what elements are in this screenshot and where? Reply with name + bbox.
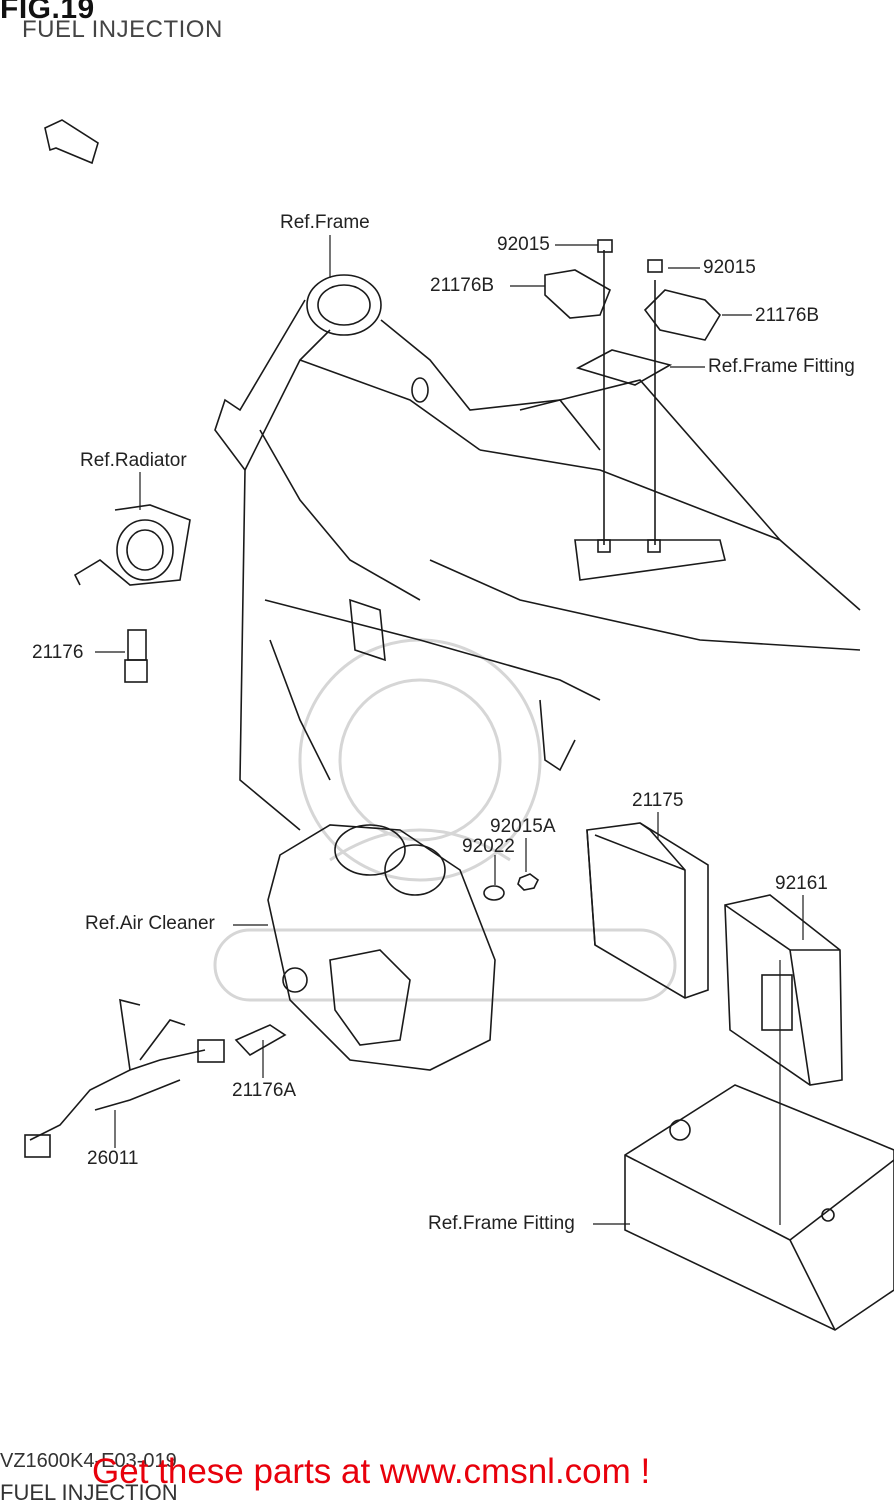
washer-nut [483,873,540,901]
ecu-case-92161 [724,894,843,1086]
callout-ref-air-cleaner: Ref.Air Cleaner [85,913,215,934]
callout-ref-radiator: Ref.Radiator [80,450,187,471]
callout-21176b-right: 21176B [755,305,820,326]
callout-21175: 21175 [632,790,684,811]
callout-92022: 92022 [462,836,515,857]
drawing-code: VZ1600K4-E03-019 [0,1450,177,1472]
callout-ref-frame-fitting-bottom: Ref.Frame Fitting [428,1213,575,1234]
callout-21176b-left: 21176B [430,275,495,296]
callout-92161: 92161 [775,873,828,894]
air-cleaner-plate [267,824,496,1071]
ecu-21175 [586,822,709,999]
frame-fitting-tray [624,1084,894,1331]
temp-sensor-21176 [124,629,148,683]
callout-26011: 26011 [87,1148,139,1169]
cms-logo-watermark [213,638,677,1002]
callout-92015a: 92015A [490,816,556,837]
promo-link[interactable]: Get these parts at www.cmsnl.com ! [92,1452,651,1491]
leader-lines [95,235,804,1225]
figure-subtitle: FUEL INJECTION [22,16,223,43]
sensor-21176a [234,1024,287,1057]
wiring-harness-26011 [24,998,225,1158]
callout-21176a: 21176A [232,1080,297,1101]
callout-92015-right: 92015 [703,257,756,278]
callout-ref-frame-fitting-top: Ref.Frame Fitting [708,356,855,377]
map-sensor-bracket [544,239,722,553]
callout-21176: 21176 [32,642,84,663]
frame-drawing [214,274,861,831]
fwd-arrow-icon [44,119,99,165]
figure-title: FIG.19 [0,0,95,25]
callout-92015-left: 92015 [497,234,550,255]
radiator-housing [73,504,191,586]
callout-ref-frame: Ref.Frame [280,212,370,233]
